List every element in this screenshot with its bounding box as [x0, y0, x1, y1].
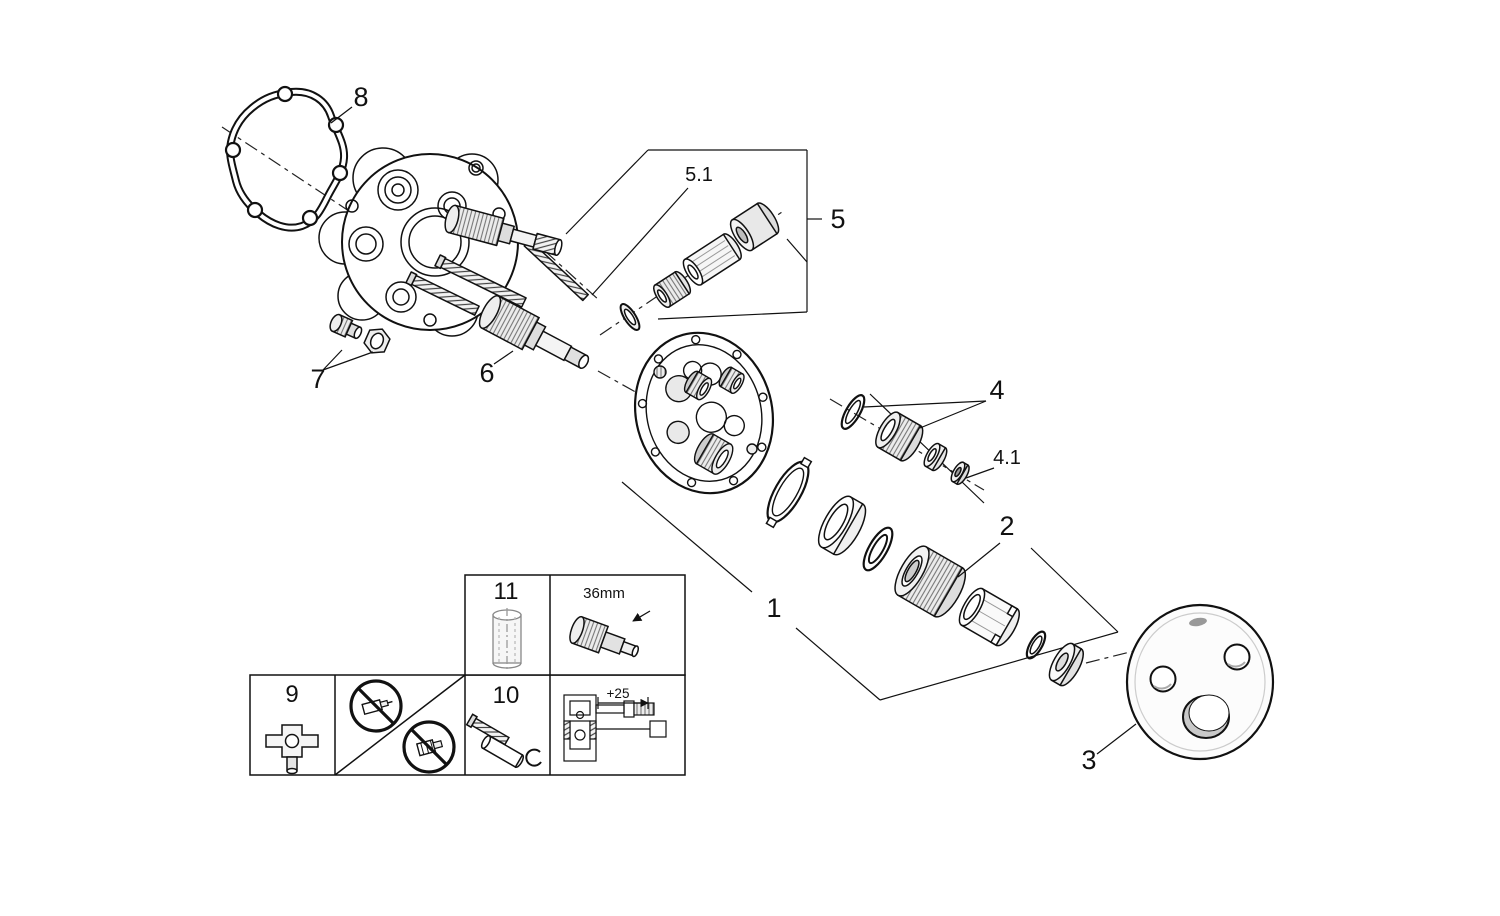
part-7-plug-and-nut — [329, 313, 391, 354]
part-2-knurled-sleeve — [894, 545, 967, 618]
o-ring-small — [1025, 630, 1047, 660]
part-36mm-extension — [569, 610, 651, 658]
extension-ring — [619, 303, 641, 331]
anchor-screw-2 — [434, 254, 527, 308]
legend-label-10: 10 — [493, 682, 520, 709]
callout-labels: 8 7 6 5.1 5 4 4.1 2 1 3 9 11 10 36mm +25 — [285, 82, 1096, 775]
dimension-plus25 — [597, 697, 649, 709]
callout-6: 6 — [479, 358, 494, 388]
bracket-lines — [565, 149, 1119, 701]
callout-5: 5 — [830, 204, 845, 234]
leader-lines — [322, 106, 1137, 755]
callout-7: 7 — [310, 364, 325, 394]
dim-label-36mm: 36mm — [583, 585, 625, 602]
valve-body — [318, 147, 589, 337]
part-5-extension-set — [619, 202, 780, 331]
dim-label-plus25: +25 — [607, 686, 630, 701]
callout-4-1: 4.1 — [993, 447, 1021, 469]
knurled-adapter — [875, 411, 924, 462]
cartridge-stem — [444, 204, 563, 256]
no-grease-icon — [349, 679, 403, 733]
end-cap — [1048, 642, 1084, 687]
callout-8: 8 — [353, 82, 368, 112]
gasket-part-8 — [224, 85, 349, 232]
part-6-cartridge — [478, 295, 590, 369]
spline-tube — [958, 587, 1020, 647]
flange-ring — [817, 495, 867, 556]
no-solvent-icon — [402, 720, 456, 774]
callout-1: 1 — [766, 593, 781, 623]
legend-label-9: 9 — [285, 681, 298, 708]
group-1-mounting-rings — [765, 456, 1084, 687]
bayonet-ring — [765, 456, 813, 529]
prohibition-cell — [334, 674, 466, 776]
logo-slot — [1189, 617, 1207, 627]
legend-label-11: 11 — [494, 578, 519, 605]
part-3-cover-plate — [1125, 603, 1275, 761]
anchor-screw-1 — [405, 271, 480, 316]
extension-cap — [729, 202, 780, 252]
o-ring-large — [862, 526, 894, 572]
plate-boss-3 — [693, 433, 734, 475]
group-4-adapter-parts — [840, 394, 970, 486]
plate-boss-2 — [718, 366, 745, 394]
callout-3: 3 — [1081, 745, 1096, 775]
install-detail — [563, 694, 667, 762]
plate-boss-1 — [683, 370, 713, 401]
part-9-cross-tool — [265, 724, 319, 775]
button-hole-big — [1182, 694, 1230, 739]
part-10-pins — [465, 713, 542, 769]
washer — [923, 442, 948, 472]
legend-table — [249, 574, 686, 776]
mounting-plate — [633, 331, 775, 495]
callout-5-1: 5.1 — [685, 164, 713, 186]
knurled-nut — [653, 270, 692, 308]
callout-2: 2 — [999, 511, 1014, 541]
part-11-cylinder — [492, 608, 522, 670]
spline-sleeve — [682, 233, 742, 286]
o-ring-4 — [840, 394, 866, 430]
part-4-1-disc — [950, 461, 970, 486]
callout-4: 4 — [989, 375, 1004, 405]
